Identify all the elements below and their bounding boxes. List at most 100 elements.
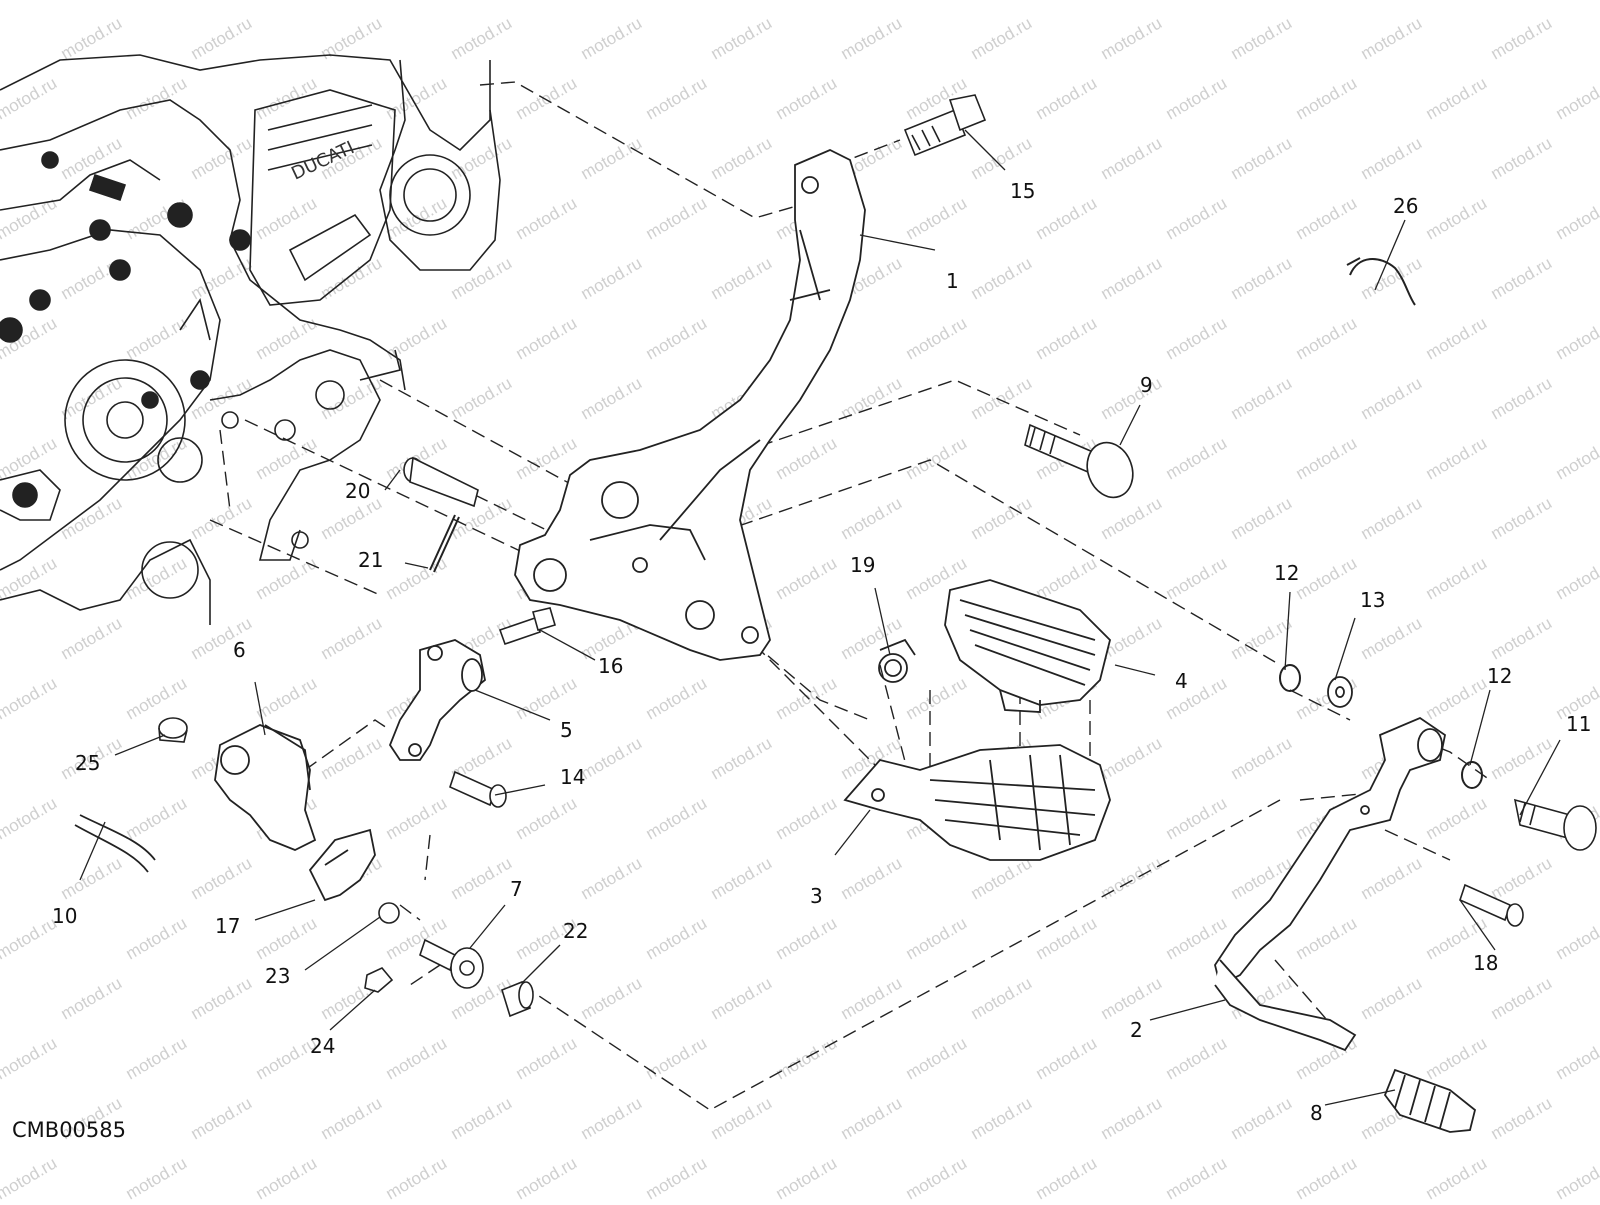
watermark-text: motod.ru <box>1098 13 1166 63</box>
watermark-text: motod.ru <box>253 433 321 483</box>
watermark-text: motod.ru <box>1488 853 1556 903</box>
watermark-text: motod.ru <box>643 913 711 963</box>
watermark-text: motod.ru <box>968 253 1036 303</box>
watermark-text: motod.ru <box>513 673 581 723</box>
watermark-text: motod.ru <box>1488 493 1556 543</box>
watermark-text: motod.ru <box>123 1033 191 1083</box>
watermark-text: motod.ru <box>1163 1153 1231 1200</box>
watermark-text: motod.ru <box>903 433 971 483</box>
watermark-text: motod.ru <box>643 0 711 3</box>
callout-18: 18 <box>1473 951 1498 975</box>
watermark-text: motod.ru <box>1033 913 1101 963</box>
part-6-master-cylinder <box>215 725 315 850</box>
watermark-text: motod.ru <box>968 1093 1036 1143</box>
watermark-text: motod.ru <box>0 73 60 123</box>
watermark-text: motod.ru <box>318 613 386 663</box>
watermark-text: motod.ru <box>188 973 256 1023</box>
callout-22: 22 <box>563 919 588 943</box>
watermark-text: motod.ru <box>1488 613 1556 663</box>
callout-5: 5 <box>560 718 573 742</box>
watermark-text: motod.ru <box>1098 973 1166 1023</box>
watermark-text: motod.ru <box>838 853 906 903</box>
watermark-text: motod.ru <box>1098 853 1166 903</box>
callout-9: 9 <box>1140 373 1153 397</box>
watermark-text: motod.ru <box>1488 133 1556 183</box>
watermark-text: motod.ru <box>1228 613 1296 663</box>
watermark-text: motod.ru <box>318 1093 386 1143</box>
watermark-text: motod.ru <box>578 733 646 783</box>
watermark-text: motod.ru <box>838 973 906 1023</box>
watermark-text: motod.ru <box>123 433 191 483</box>
callout-4: 4 <box>1175 669 1188 693</box>
part-14-bolt <box>450 772 506 807</box>
watermark-text: motod.ru <box>318 253 386 303</box>
watermark-text: motod.ru <box>1553 0 1600 3</box>
watermark-text: motod.ru <box>58 373 126 423</box>
watermark-text: motod.ru <box>773 1033 841 1083</box>
watermark-text: motod.ru <box>1228 733 1296 783</box>
watermark-text: motod.ru <box>0 433 60 483</box>
watermark-text: motod.ru <box>903 313 971 363</box>
part-12-circlip-b <box>1462 762 1482 788</box>
watermark-text: motod.ru <box>1293 553 1361 603</box>
watermark-text: motod.ru <box>1228 373 1296 423</box>
watermark-text: motod.ru <box>1488 13 1556 63</box>
watermark-text: motod.ru <box>903 193 971 243</box>
watermark-text: motod.ru <box>123 673 191 723</box>
watermark-text: motod.ru <box>968 853 1036 903</box>
watermark-text: motod.ru <box>1553 553 1600 603</box>
part-24-nut <box>365 968 392 992</box>
watermark-text: motod.ru <box>1293 193 1361 243</box>
watermark-text: motod.ru <box>1423 1033 1491 1083</box>
watermark-text: motod.ru <box>1553 433 1600 483</box>
watermark-text: motod.ru <box>383 73 451 123</box>
watermark-text: motod.ru <box>1423 0 1491 3</box>
watermark-text: motod.ru <box>1553 1033 1600 1083</box>
watermark-text: motod.ru <box>773 1153 841 1200</box>
watermark-text: motod.ru <box>1358 493 1426 543</box>
watermark-text: motod.ru <box>1033 313 1101 363</box>
watermark-text: motod.ru <box>253 193 321 243</box>
watermark-text: motod.ru <box>513 73 581 123</box>
watermark-text: motod.ru <box>1033 0 1101 3</box>
watermark-text: motod.ru <box>578 133 646 183</box>
watermark-text: motod.ru <box>1033 553 1101 603</box>
callout-25: 25 <box>75 751 100 775</box>
watermark-text: motod.ru <box>1228 1093 1296 1143</box>
watermark-text: motod.ru <box>1553 1153 1600 1200</box>
watermark-text: motod.ru <box>1423 1153 1491 1200</box>
watermark-text: motod.ru <box>968 13 1036 63</box>
watermark-text: motod.ru <box>1098 133 1166 183</box>
part-23-nut <box>379 903 399 923</box>
watermark-text: motod.ru <box>123 913 191 963</box>
watermark-text: motod.ru <box>1163 0 1231 3</box>
watermark-text: motod.ru <box>123 0 191 3</box>
watermark-text: motod.ru <box>448 253 516 303</box>
callout-7: 7 <box>510 877 523 901</box>
watermark-text: motod.ru <box>1488 373 1556 423</box>
watermark-text: motod.ru <box>773 673 841 723</box>
watermark-text: motod.ru <box>383 793 451 843</box>
watermark-text: motod.ru <box>1293 0 1361 3</box>
watermark-text: motod.ru <box>123 1153 191 1200</box>
watermark-text: motod.ru <box>1163 73 1231 123</box>
watermark-text: motod.ru <box>123 793 191 843</box>
watermark-text: motod.ru <box>643 193 711 243</box>
watermark-text: motod.ru <box>1423 433 1491 483</box>
watermark-text: motod.ru <box>1358 133 1426 183</box>
watermark-text: motod.ru <box>1358 13 1426 63</box>
part-3-footpeg <box>845 745 1110 860</box>
callout-17: 17 <box>215 914 240 938</box>
callout-24: 24 <box>310 1034 335 1058</box>
watermark-text: motod.ru <box>0 793 60 843</box>
watermark-text: motod.ru <box>188 1093 256 1143</box>
watermark-text: motod.ru <box>253 673 321 723</box>
part-12-circlip-a <box>1280 665 1300 691</box>
part-20-pin <box>404 458 478 506</box>
watermark-text: motod.ru <box>253 553 321 603</box>
watermark-text: motod.ru <box>188 253 256 303</box>
callout-26: 26 <box>1393 194 1418 218</box>
watermark-text: motod.ru <box>903 0 971 3</box>
